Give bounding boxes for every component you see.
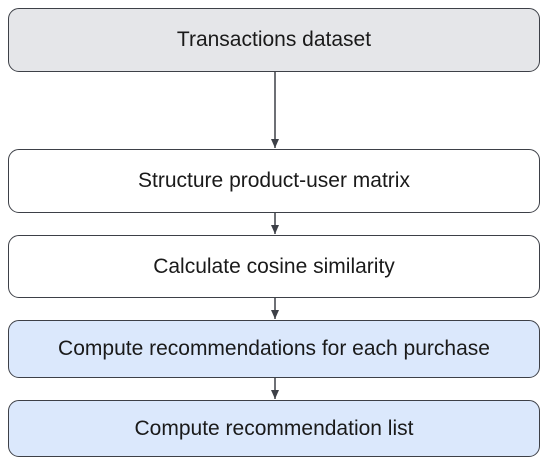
step-cosine-similarity: Calculate cosine similarity	[8, 235, 540, 298]
step-transactions-dataset: Transactions dataset	[8, 8, 540, 72]
step-label: Structure product-user matrix	[138, 169, 410, 192]
step-recommendation-list: Compute recommendation list	[8, 400, 540, 457]
step-label: Compute recommendations for each purchas…	[58, 337, 490, 360]
step-label: Calculate cosine similarity	[153, 254, 395, 278]
step-label: Compute recommendation list	[134, 416, 414, 440]
step-recommendations-per-purchase: Compute recommendations for each purchas…	[8, 320, 540, 378]
step-structure-matrix: Structure product-user matrix	[8, 149, 540, 213]
step-label: Transactions dataset	[176, 28, 372, 51]
